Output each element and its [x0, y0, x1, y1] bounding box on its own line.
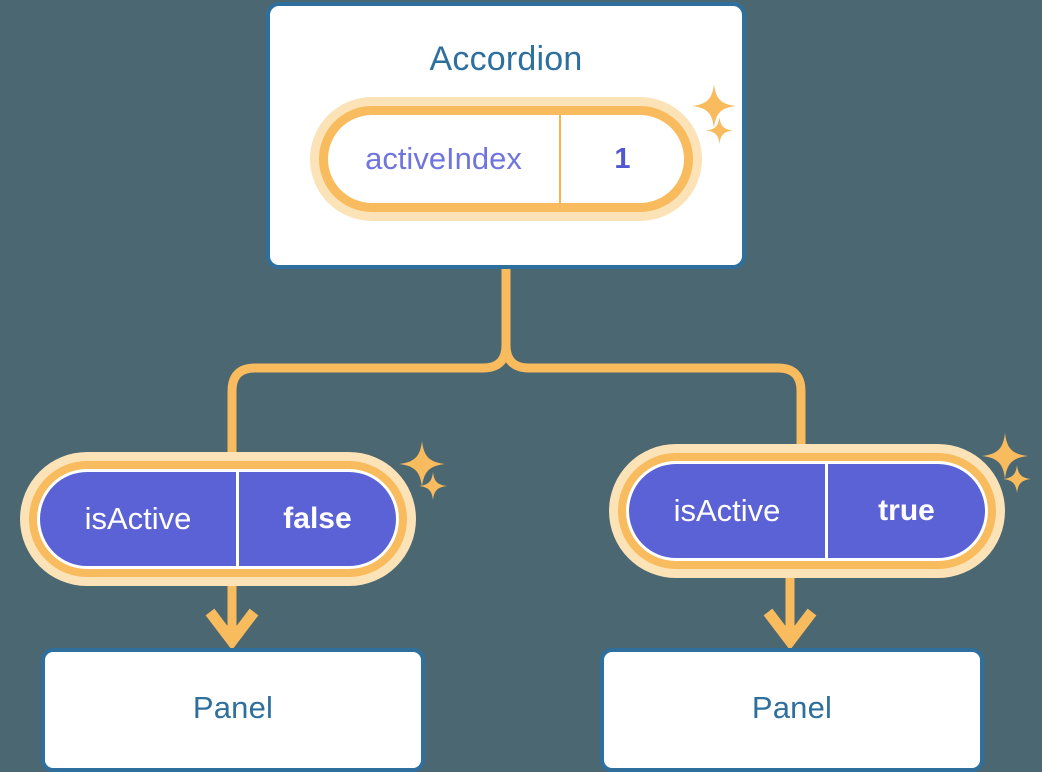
prop-value-isactive-right: true [825, 464, 985, 558]
state-key-activeindex: activeIndex [365, 141, 522, 176]
sparkle-icon-left-large [399, 441, 445, 487]
prop-pill-isactive-true[interactable]: isActive true [609, 444, 1005, 578]
prop-pill-isactive-false[interactable]: isActive false [20, 452, 416, 586]
prop-key-isactive-right: isActive [673, 493, 781, 528]
arrow-left-panel [205, 586, 259, 651]
pill-inner: isActive true [626, 461, 988, 561]
prop-value-isactive-left: false [236, 472, 396, 566]
component-title-panel-left: Panel [192, 690, 274, 725]
prop-key-isactive-left: isActive [84, 501, 192, 536]
component-card-panel-right[interactable]: Panel [600, 648, 984, 772]
pill-ring: isActive false [29, 461, 407, 577]
pill-inner: isActive false [37, 469, 399, 569]
pill-inner: activeIndex 1 [328, 115, 684, 203]
sparkle-icon-left-small [419, 472, 447, 500]
pill-ring: isActive true [618, 453, 996, 569]
component-title-panel-right: Panel [751, 690, 833, 725]
pill-ring: activeIndex 1 [319, 106, 693, 212]
sparkle-icon-right-small [1003, 465, 1031, 493]
component-card-panel-left[interactable]: Panel [41, 648, 425, 772]
component-title-accordion: Accordion [429, 40, 583, 78]
arrow-right-panel [763, 578, 817, 651]
state-value-activeindex: 1 [559, 115, 684, 203]
connector-branch-right [501, 344, 806, 455]
connector-branch-left [227, 344, 511, 462]
state-pill-activeindex[interactable]: activeIndex 1 [310, 97, 702, 221]
